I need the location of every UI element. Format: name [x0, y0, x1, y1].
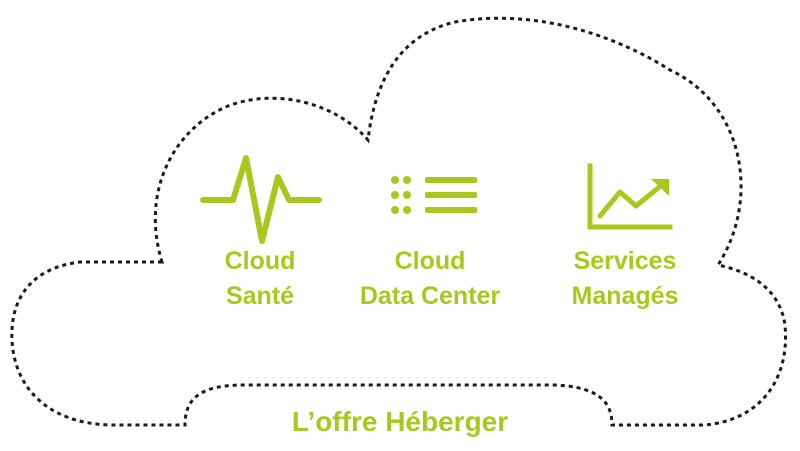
service-label-line-2: Santé	[225, 282, 295, 310]
list-dot	[391, 206, 399, 214]
list-dot	[391, 191, 399, 199]
trend-line	[597, 181, 666, 219]
service-label-cloud-data-center: Cloud Data Center	[330, 244, 530, 314]
heartbeat-icon	[200, 155, 322, 244]
list-icon	[391, 176, 477, 214]
service-label-cloud-sante: Cloud Santé	[180, 244, 340, 314]
list-dot	[403, 206, 411, 214]
list-bar	[425, 177, 477, 183]
list-dot	[403, 191, 411, 199]
heartbeat-line	[200, 155, 322, 244]
list-bar	[425, 207, 477, 213]
cloud-dashed-border	[10, 16, 788, 427]
service-label-line-1: Services	[573, 247, 677, 275]
offer-title: L’offre Héberger	[291, 406, 509, 437]
list-dot	[403, 176, 411, 184]
chart-axes	[587, 163, 673, 230]
trend-arrow-head	[651, 179, 669, 196]
service-label-line-1: Cloud	[224, 247, 296, 275]
service-label-line-2: Managés	[571, 282, 679, 310]
list-bar	[425, 192, 477, 198]
service-label-services-manages: Services Managés	[545, 244, 705, 314]
service-label-line-1: Cloud	[394, 247, 466, 275]
service-label-line-2: Data Center	[359, 282, 501, 310]
list-dot	[391, 176, 399, 184]
trend-chart-icon	[587, 163, 673, 230]
